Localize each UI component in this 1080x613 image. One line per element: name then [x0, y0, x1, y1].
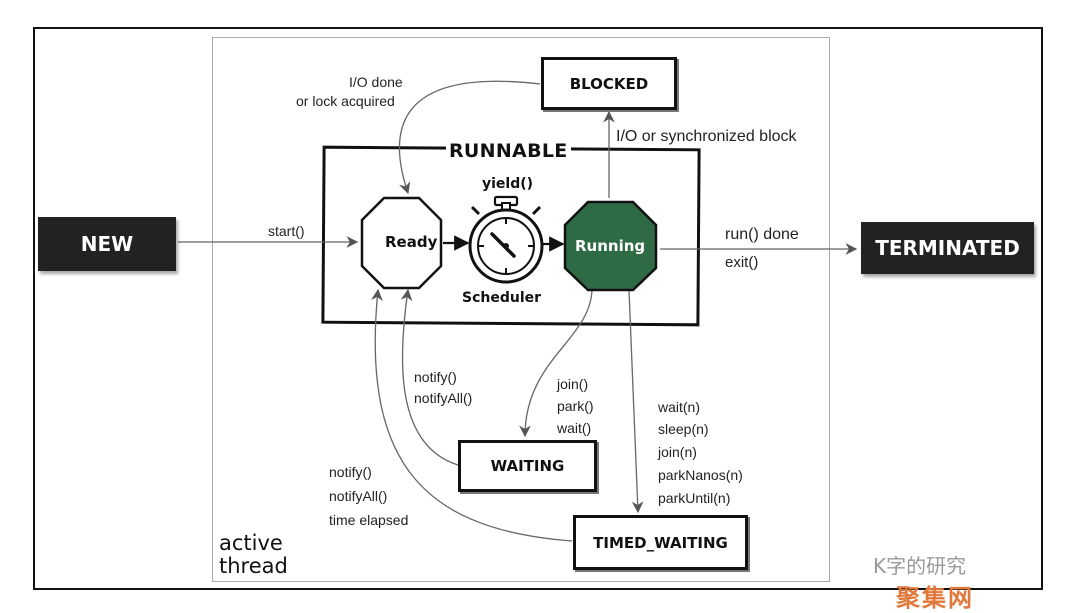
arrow-from-timed	[371, 288, 573, 542]
from-waiting-notifyall: notifyAll()	[414, 390, 473, 406]
io-sync-label: I/O or synchronized block	[616, 128, 797, 145]
running-label: Running	[575, 237, 646, 255]
from-timed-notifyall: notifyAll()	[329, 488, 388, 504]
to-timed-parkuntil: parkUntil(n)	[658, 490, 731, 506]
run-done-label: run() done	[725, 226, 799, 243]
to-timed-wait: wait(n)	[658, 399, 701, 415]
waiting-state: WAITING	[458, 440, 597, 492]
scheduler-label: Scheduler	[462, 290, 542, 306]
active-thread-line-1: active	[219, 531, 283, 555]
running-state	[563, 200, 658, 292]
to-waiting-wait: wait()	[557, 420, 592, 436]
blocked-state: BLOCKED	[541, 57, 677, 110]
arrow-to-timed	[628, 289, 644, 514]
arrow-from-waiting	[400, 288, 459, 466]
ready-state	[360, 196, 443, 290]
stopwatch-icon	[468, 195, 544, 284]
to-timed-sleep: sleep(n)	[658, 421, 709, 437]
io-done-label-2: or lock acquired	[296, 93, 395, 109]
watermark-text: K字的研究	[873, 554, 967, 578]
ready-label: Ready	[385, 233, 438, 251]
arrow-to-waiting	[519, 289, 593, 438]
from-waiting-notify: notify()	[414, 369, 457, 385]
yield-label: yield()	[482, 176, 534, 192]
watermark-sub-text: 聚集网	[896, 584, 974, 612]
exit-label: exit()	[725, 254, 759, 271]
to-timed-join: join(n)	[658, 444, 697, 460]
runnable-title: RUNNABLE	[446, 140, 571, 162]
arrow-from-blocked	[398, 80, 541, 195]
new-state: NEW	[38, 217, 176, 271]
io-done-label-1: I/O done	[349, 74, 403, 90]
terminated-state: TERMINATED	[861, 222, 1034, 274]
to-timed-parknanos: parkNanos(n)	[658, 467, 743, 483]
active-thread-area	[212, 37, 830, 582]
timed-waiting-state: TIMED_WAITING	[573, 515, 748, 570]
active-thread-line-2: thread	[219, 554, 288, 578]
to-waiting-park: park()	[557, 398, 594, 414]
to-waiting-join: join()	[557, 376, 589, 392]
diagram-frame	[33, 27, 1043, 590]
from-timed-elapsed: time elapsed	[329, 512, 409, 528]
active-thread-label: active thread	[219, 532, 288, 578]
start-label: start()	[268, 223, 305, 239]
from-timed-notify: notify()	[329, 464, 372, 480]
